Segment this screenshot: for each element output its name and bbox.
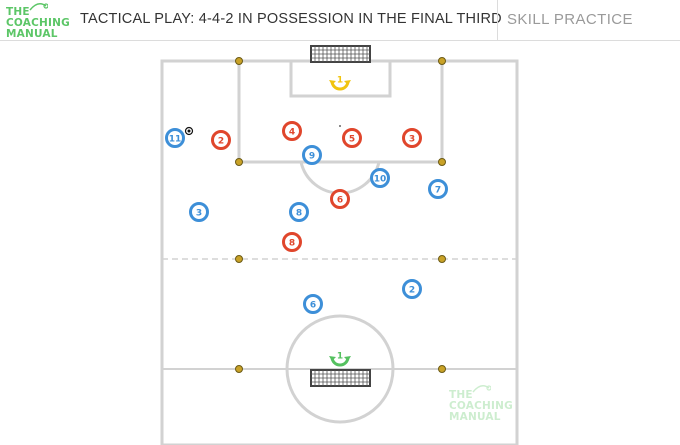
page-title: TACTICAL PLAY: 4-4-2 IN POSSESSION IN TH… (80, 11, 502, 27)
player-red-6: 6 (330, 189, 350, 209)
player-number: 6 (337, 196, 343, 206)
player-token-icon (189, 202, 209, 222)
arrow-head-icon (329, 356, 336, 361)
header-divider (497, 0, 498, 40)
player-token-icon (282, 232, 302, 252)
player-blue-7: 7 (428, 179, 448, 199)
coaching-manual-logo: THE COACHING MANUAL (6, 3, 74, 40)
player-blue-3: 3 (189, 202, 209, 222)
player-number: 1 (337, 76, 343, 86)
player-number: 8 (289, 239, 295, 249)
penalty-spot (339, 125, 341, 127)
player-blue-6: 6 (303, 294, 323, 314)
logo-line-1: THE (6, 6, 30, 18)
player-blue-8: 8 (289, 202, 309, 222)
watermark-line-2: COACHING (449, 400, 513, 412)
player-token-icon (428, 179, 448, 199)
cone-marker-icon (438, 57, 446, 65)
watermark-logo: THE COACHING MANUAL (449, 385, 519, 428)
player-token-icon (289, 202, 309, 222)
player-red-2: 2 (211, 130, 231, 150)
player-token-icon (370, 168, 390, 188)
player-number: 5 (349, 135, 355, 145)
player-number: 2 (409, 286, 415, 296)
player-keeper-1: 1 (329, 76, 351, 91)
player-blue-11: 11 (165, 126, 194, 148)
arrow-head-icon (344, 80, 351, 85)
player-token-icon (282, 121, 302, 141)
player-number: 9 (309, 152, 315, 162)
player-token-icon (303, 294, 323, 314)
players-layer: 1 4 5 3 2 6 8 11 9 10 7 3 8 6 2 1 (165, 76, 448, 367)
player-token-icon (165, 128, 185, 148)
goal-top (310, 45, 371, 63)
player-number: 10 (374, 175, 387, 185)
arrow-head-icon (329, 80, 336, 85)
player-number: 11 (169, 135, 182, 145)
logo-line-3: MANUAL (6, 28, 58, 40)
player-blue-9: 9 (302, 145, 322, 165)
cone-marker-icon (235, 255, 243, 263)
player-token-icon (402, 128, 422, 148)
logo-line-2: COACHING (6, 17, 70, 29)
penalty-arc-top (299, 161, 381, 195)
player-red-8: 8 (282, 232, 302, 252)
player-token-icon (211, 130, 231, 150)
ball-patch-icon (187, 129, 191, 133)
arrow-head-icon (344, 356, 351, 361)
player-token-icon (402, 279, 422, 299)
player-keeper-1: 1 (329, 352, 351, 367)
player-red-4: 4 (282, 121, 302, 141)
watermark-line-1: THE (449, 389, 473, 401)
player-red-3: 3 (402, 128, 422, 148)
player-number: 7 (435, 186, 441, 196)
player-blue-10: 10 (370, 168, 390, 188)
center-circle (285, 314, 395, 424)
player-number: 1 (337, 352, 343, 362)
category-label: SKILL PRACTICE (507, 11, 633, 28)
cone-marker-icon (438, 255, 446, 263)
player-token-icon (342, 128, 362, 148)
player-red-5: 5 (342, 128, 362, 148)
player-number: 4 (289, 128, 295, 138)
player-number: 6 (310, 301, 316, 311)
header-bar: THE COACHING MANUAL TACTICAL PLAY: 4-4-2… (0, 0, 680, 41)
goal-bottom (310, 369, 371, 387)
cone-marker-icon (235, 158, 243, 166)
cone-marker-icon (235, 57, 243, 65)
watermark-line-3: MANUAL (449, 411, 501, 423)
cone-markers (235, 57, 446, 373)
player-blue-2: 2 (402, 279, 422, 299)
cone-marker-icon (438, 365, 446, 373)
player-number: 8 (296, 209, 302, 219)
cone-marker-icon (438, 158, 446, 166)
player-number: 2 (218, 137, 224, 147)
cone-marker-icon (235, 365, 243, 373)
ball-arc-icon (472, 385, 491, 393)
player-number: 3 (409, 135, 415, 145)
player-token-icon (330, 189, 350, 209)
ball-arc-icon (29, 3, 48, 11)
player-number: 3 (196, 209, 202, 219)
player-token-icon (302, 145, 322, 165)
